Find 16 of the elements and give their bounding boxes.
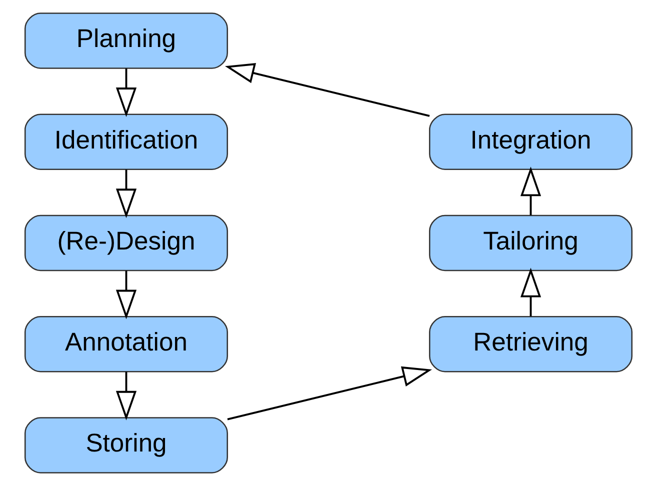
node-box: Integration	[428, 114, 633, 170]
node-box: Tailoring	[428, 214, 633, 272]
node-box: Retrieving	[428, 316, 633, 372]
arrow	[116, 170, 137, 218]
arrow	[224, 63, 430, 117]
node-box: Planning	[24, 12, 228, 69]
node-box: Storing	[24, 417, 228, 474]
arrow	[116, 68, 137, 118]
arrow	[116, 372, 137, 420]
node-box: (Re-)Design	[24, 214, 228, 272]
arrow	[520, 268, 542, 316]
node-box: Identification	[24, 114, 228, 170]
arrow	[227, 366, 432, 420]
arrow	[116, 270, 137, 320]
arrow	[520, 166, 542, 216]
node-box: Annotation	[24, 316, 228, 372]
